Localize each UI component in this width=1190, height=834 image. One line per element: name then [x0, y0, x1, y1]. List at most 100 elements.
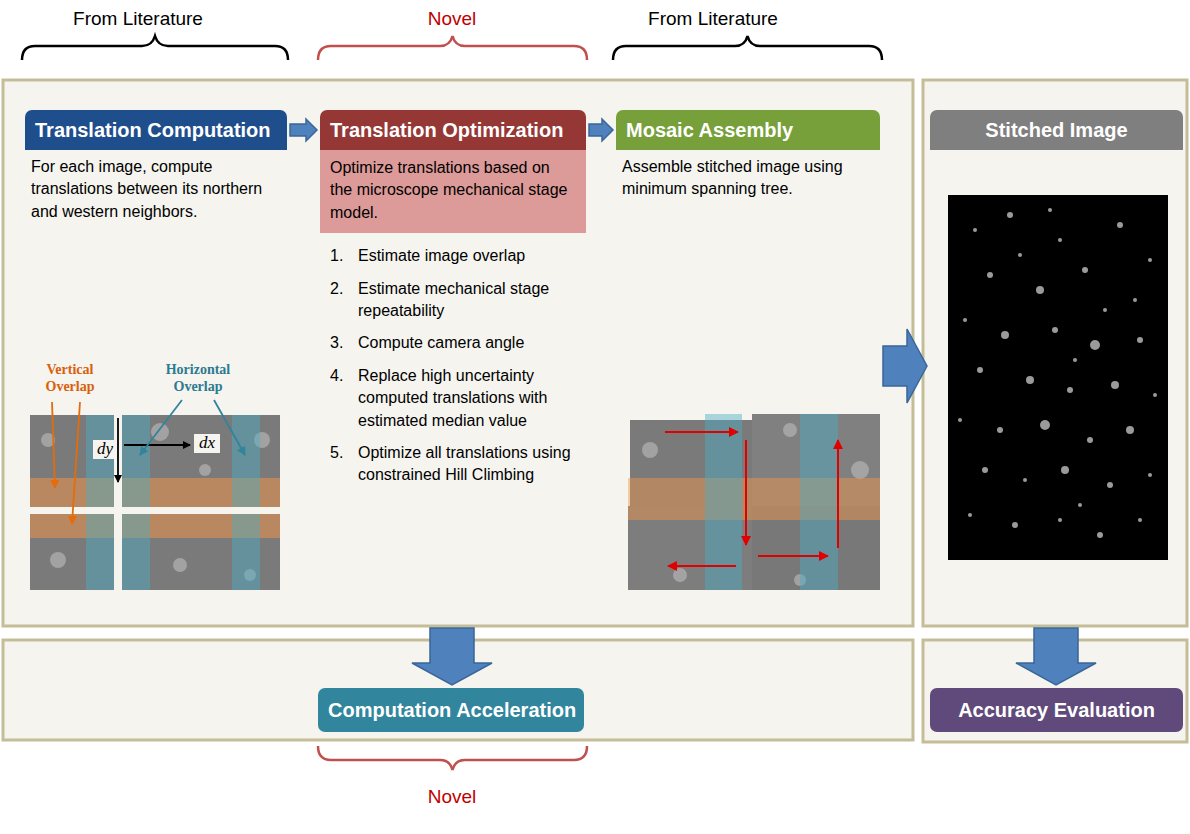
illustration-part	[1103, 308, 1107, 312]
illustration-part	[1012, 522, 1018, 528]
novelty-label: Novel	[352, 8, 552, 30]
bracket	[318, 746, 587, 770]
stage-description: For each image, compute translations bet…	[31, 156, 281, 223]
source-label: From Literature	[38, 8, 238, 30]
stage-heading: Translation Computation	[25, 110, 287, 150]
step-text: Compute camera angle	[358, 332, 580, 354]
illustration-part	[1107, 482, 1113, 488]
illustration-part	[1133, 298, 1137, 302]
illustration-part	[86, 514, 114, 590]
illustration-part	[1018, 253, 1022, 257]
illustration-part	[1126, 426, 1134, 434]
illustration-part	[124, 444, 190, 446]
flow-arrow	[290, 119, 317, 141]
illustration-part	[232, 415, 260, 507]
flow-arrow	[883, 329, 927, 403]
illustration-part	[1048, 208, 1052, 212]
process-box: Computation Acceleration	[318, 688, 584, 732]
illustration-part	[199, 464, 211, 476]
illustration-part	[673, 568, 687, 582]
stage-heading: Mosaic Assembly	[616, 110, 880, 150]
illustration-part	[1023, 478, 1027, 482]
box-label: Computation Acceleration	[318, 688, 584, 732]
illustration-part	[1082, 267, 1088, 273]
illustration-part	[30, 415, 114, 507]
illustration-part	[668, 565, 736, 567]
stitched-image	[948, 195, 1168, 560]
step-text: Replace high uncertainty computed transl…	[358, 365, 580, 432]
illustration-part	[1078, 503, 1082, 507]
body-area: Assemble stitched image using minimum sp…	[616, 150, 880, 201]
illustration-part	[705, 414, 742, 590]
illustration-part	[1040, 420, 1050, 430]
illustration-part	[997, 427, 1003, 433]
illustration-part	[977, 367, 983, 373]
illustration-part	[1052, 327, 1058, 333]
illustration-part	[50, 552, 66, 568]
axis-label: dy	[93, 440, 117, 459]
illustration-part	[1061, 466, 1069, 474]
process-stage: Translation ComputationFor each image, c…	[25, 110, 287, 223]
illustration-part	[1153, 393, 1157, 397]
stage-heading: Stitched Image	[930, 110, 1183, 150]
overlap-label: Vertical Overlap	[34, 362, 106, 396]
illustration-part	[117, 418, 119, 482]
illustration-part	[783, 423, 797, 437]
illustration-part	[973, 228, 977, 232]
illustration-part	[122, 415, 150, 507]
stage-description: Assemble stitched image using minimum sp…	[622, 156, 874, 201]
illustration-part	[958, 208, 1157, 538]
illustration-part	[1007, 212, 1013, 218]
step-number: 4.	[330, 365, 358, 432]
illustration-part	[1073, 358, 1077, 362]
step-number: 5.	[330, 442, 358, 487]
mosaic-illustration	[628, 414, 880, 590]
illustration-part	[1137, 337, 1143, 343]
illustration-part	[745, 440, 747, 545]
stage-description: Optimize translations based on the micro…	[330, 157, 576, 224]
highlight-band: Optimize translations based on the micro…	[320, 150, 586, 233]
result-panel	[923, 80, 1187, 626]
step-list: 1.Estimate image overlap2.Estimate mecha…	[320, 245, 586, 487]
flow-arrow	[589, 119, 613, 141]
bracket	[318, 36, 587, 60]
illustration-part	[948, 195, 1168, 560]
illustration-part	[1026, 376, 1034, 384]
step-text: Estimate mechanical stage repeatability	[358, 278, 580, 323]
illustration-part	[30, 514, 114, 590]
illustration-part	[665, 431, 738, 433]
illustration-part	[758, 555, 828, 557]
main-panel	[3, 80, 913, 626]
flow-arrow	[412, 628, 492, 685]
step-number: 2.	[330, 278, 358, 323]
illustration-part	[958, 418, 962, 422]
illustration-part	[628, 478, 880, 520]
illustration-part	[1148, 258, 1152, 262]
illustration-part	[1090, 340, 1100, 350]
illustration-part	[1148, 473, 1152, 477]
illustration-part	[52, 402, 55, 488]
illustration-part	[642, 442, 658, 458]
step-text: Optimize all translations using constrai…	[358, 442, 580, 487]
illustration-part	[1058, 518, 1062, 522]
illustration-part	[851, 461, 869, 479]
process-stage: Translation OptimizationOptimize transla…	[320, 110, 586, 487]
process-box: Accuracy Evaluation	[930, 688, 1183, 732]
flow-arrow	[1016, 628, 1096, 685]
illustration-part	[963, 318, 967, 322]
process-stage: Mosaic AssemblyAssemble stitched image u…	[616, 110, 880, 201]
illustration-part	[1001, 331, 1009, 339]
illustration-part	[968, 513, 972, 517]
illustration-part	[122, 514, 280, 590]
illustration-part	[1067, 387, 1073, 393]
illustration-part	[122, 415, 280, 507]
illustration-part	[232, 514, 260, 590]
illustration-part	[837, 440, 839, 548]
illustration-part	[1087, 437, 1093, 443]
illustration-part	[86, 415, 114, 507]
axis-label: dx	[194, 434, 220, 453]
source-label: From Literature	[613, 8, 813, 30]
illustration-part	[122, 514, 150, 590]
